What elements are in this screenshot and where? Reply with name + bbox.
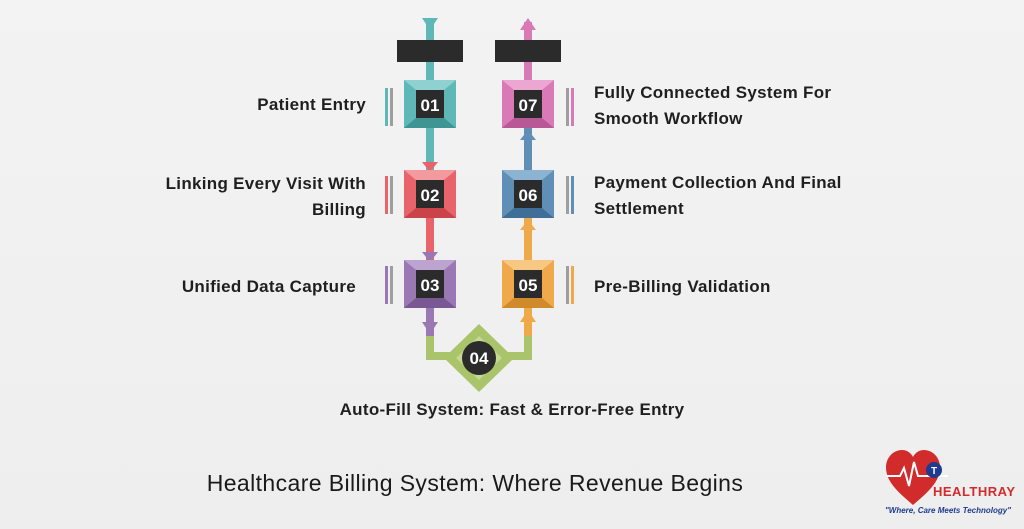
arrow-head-icon <box>422 252 438 262</box>
step-box-07: 07 <box>502 80 554 128</box>
step-label-06-line1: Payment Collection And Final <box>594 173 842 192</box>
step-label-02-line2: Billing <box>311 200 366 219</box>
step-number-02: 02 <box>421 186 440 205</box>
connector-05-04 <box>524 308 532 340</box>
arrow-head-icon <box>520 18 536 30</box>
arrow-head-icon <box>422 162 438 172</box>
healthray-logo: T <box>886 450 948 505</box>
step-label-07-line2: Smooth Workflow <box>594 109 743 128</box>
step-number-03: 03 <box>421 276 440 295</box>
step-number-01: 01 <box>421 96 440 115</box>
top-bar-right <box>495 40 561 62</box>
step-number-07: 07 <box>519 96 538 115</box>
step-number-04: 04 <box>470 349 489 368</box>
step-label-07-line1: Fully Connected System For <box>594 83 832 102</box>
step-box-01: 01 <box>404 80 456 128</box>
step-box-03: 03 <box>404 260 456 308</box>
tick-marks <box>385 88 574 304</box>
connector-01-02 <box>426 128 434 172</box>
arrow-head-icon <box>520 310 536 322</box>
step-label-01: Patient Entry <box>257 95 366 114</box>
arrow-head-icon <box>422 18 438 30</box>
svg-text:T: T <box>931 466 937 477</box>
step-box-06: 06 <box>502 170 554 218</box>
step-box-04: 04 <box>444 324 514 392</box>
step-box-02: 02 <box>404 170 456 218</box>
step-label-04: Auto-Fill System: Fast & Error-Free Entr… <box>339 400 685 419</box>
heart-pulse-icon <box>886 450 940 505</box>
page-title: Healthcare Billing System: Where Revenue… <box>206 470 744 496</box>
logo-tagline: "Where, Care Meets Technology" <box>885 506 1011 515</box>
connector-07-06 <box>524 128 532 172</box>
step-label-03: Unified Data Capture <box>181 277 356 296</box>
step-label-06-line2: Settlement <box>594 199 684 218</box>
step-label-02-line1: Linking Every Visit With <box>165 174 366 193</box>
logo-brand-name: HEALTHRAY <box>933 484 1016 499</box>
step-number-05: 05 <box>519 276 538 295</box>
connector-02-03 <box>426 218 434 260</box>
step-label-05: Pre-Billing Validation <box>594 277 771 296</box>
step-box-05: 05 <box>502 260 554 308</box>
top-bar-left <box>397 40 463 62</box>
connector-06-05 <box>524 218 532 260</box>
step-number-06: 06 <box>519 186 538 205</box>
arrow-head-icon <box>520 130 536 140</box>
arrow-head-icon <box>422 322 438 334</box>
arrow-head-icon <box>520 220 536 230</box>
